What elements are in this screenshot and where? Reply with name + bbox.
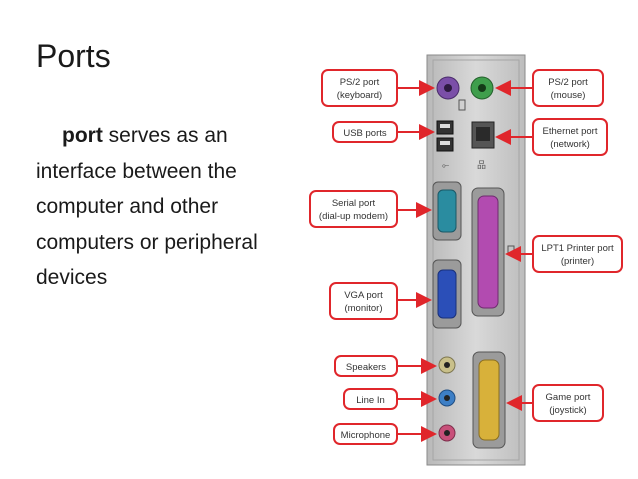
slide-title: Ports bbox=[36, 38, 111, 74]
body-line-2: interface between the bbox=[36, 159, 237, 183]
label-box-microphone bbox=[333, 423, 398, 445]
lpt1-printer-port bbox=[471, 187, 505, 317]
label-box-speakers bbox=[334, 355, 398, 377]
label-box-vga bbox=[329, 282, 398, 320]
label-box-ps2-mouse bbox=[532, 69, 604, 107]
label-vga-1: VGA port bbox=[344, 290, 383, 301]
ethernet-port bbox=[471, 121, 495, 149]
body-line-4: computers or peripheral bbox=[36, 230, 258, 254]
label-game-1: Game port bbox=[546, 392, 591, 403]
label-vga-2: (monitor) bbox=[344, 303, 382, 314]
usb-symbol-icon: ⟜ bbox=[442, 160, 449, 170]
speakers-jack bbox=[438, 356, 456, 374]
label-serial-2: (dial-up modem) bbox=[319, 211, 388, 222]
label-box-lpt1 bbox=[532, 235, 623, 273]
label-box-usb bbox=[332, 121, 398, 143]
keyboard-symbol-icon bbox=[458, 99, 466, 111]
label-lpt1-1: LPT1 Printer port bbox=[541, 243, 614, 254]
usb-ports bbox=[436, 120, 454, 152]
slide-body: port serves as an interface between the … bbox=[36, 118, 326, 296]
body-term: port bbox=[62, 124, 103, 147]
body-line-1-text: serves as an bbox=[102, 124, 228, 147]
label-box-ethernet bbox=[532, 118, 608, 156]
line-in-jack bbox=[438, 389, 456, 407]
body-line-1: port serves as an bbox=[36, 118, 326, 154]
label-box-game bbox=[532, 384, 604, 422]
label-usb: USB ports bbox=[343, 128, 387, 139]
ps2-mouse-port bbox=[470, 76, 494, 100]
label-ps2-mouse-2: (mouse) bbox=[551, 90, 586, 101]
label-serial-1: Serial port bbox=[332, 198, 376, 209]
label-ps2-keyboard-1: PS/2 port bbox=[340, 77, 380, 88]
vga-port bbox=[432, 259, 462, 329]
body-line-5: devices bbox=[36, 266, 108, 289]
game-port bbox=[472, 351, 506, 449]
label-ethernet-1: Ethernet port bbox=[543, 126, 598, 137]
microphone-jack bbox=[438, 424, 456, 442]
label-box-ps2-keyboard bbox=[321, 69, 398, 107]
label-speakers: Speakers bbox=[346, 362, 386, 373]
body-line-3: computer and other bbox=[36, 195, 219, 218]
label-microphone: Microphone bbox=[341, 430, 391, 441]
label-ps2-keyboard-2: (keyboard) bbox=[337, 90, 382, 101]
label-ethernet-2: (network) bbox=[550, 139, 590, 150]
label-line-in: Line In bbox=[356, 395, 385, 406]
label-box-line-in bbox=[343, 388, 398, 410]
label-ps2-mouse-1: PS/2 port bbox=[548, 77, 588, 88]
ps2-keyboard-port bbox=[436, 76, 460, 100]
label-lpt1-2: (printer) bbox=[561, 256, 594, 267]
serial-port bbox=[432, 181, 462, 241]
label-game-2: (joystick) bbox=[549, 405, 586, 416]
label-box-serial bbox=[309, 190, 398, 228]
network-symbol-icon: 品 bbox=[477, 160, 486, 170]
